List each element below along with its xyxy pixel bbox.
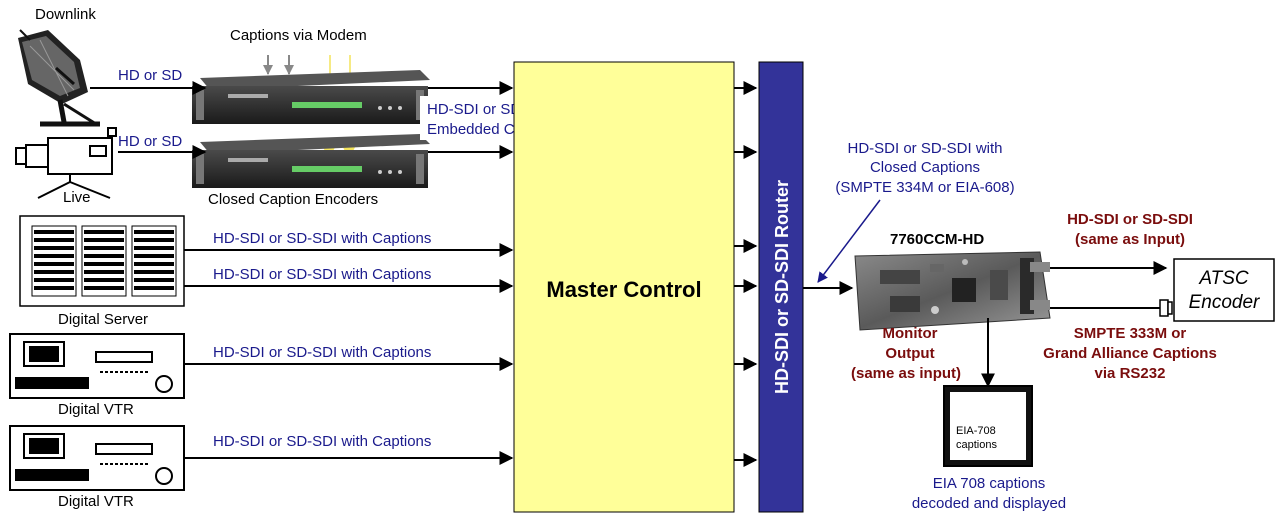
router-box (758, 61, 804, 513)
serial-line1: SMPTE 333M or (1074, 325, 1187, 342)
product-name: 7760CCM-HD (890, 231, 984, 248)
monitor-line2: Output (885, 345, 934, 362)
digital-vtr-icon (9, 425, 185, 491)
mc-to-router-arrows (734, 81, 758, 467)
monitor-line3: (same as input) (851, 365, 961, 382)
satellite-dish-icon (18, 29, 100, 127)
server-link-1-label: HD-SDI or SD-SDI with Captions (213, 230, 431, 247)
digital-vtr-1-label: Digital VTR (58, 401, 134, 418)
decoded-line1: EIA 708 captions (933, 475, 1046, 492)
caption-encoder-rack-icon (192, 134, 430, 188)
decoded-line2: decoded and displayed (912, 495, 1066, 512)
digital-vtr-2-label: Digital VTR (58, 493, 134, 510)
monitor-line1: Monitor (883, 325, 938, 342)
monitor-icon (943, 385, 1033, 467)
router-output-line2: Closed Captions (870, 159, 980, 176)
circuit-board-icon (854, 251, 1051, 331)
monitor-screen-line1: EIA-708 (956, 425, 996, 437)
board-output-line2: (same as Input) (1075, 231, 1185, 248)
downlink-label: Downlink (35, 6, 96, 23)
router-output-pointer (817, 199, 881, 283)
camera-icon (15, 127, 117, 199)
atsc-label-line2: Encoder (1189, 292, 1260, 313)
captions-via-modem-label: Captions via Modem (230, 27, 367, 44)
master-control-label: Master Control (546, 277, 701, 302)
atsc-label-line1: ATSC (1198, 268, 1249, 289)
caption-encoder-rack-icon (192, 70, 430, 124)
router-output-line3: (SMPTE 334M or EIA-608) (835, 179, 1014, 196)
atsc-encoder-box (1173, 258, 1275, 322)
router-label: HD-SDI or SD-SDI Router (772, 180, 792, 394)
hd-or-sd-label: HD or SD (118, 133, 182, 150)
vtr-link-1-label: HD-SDI or SD-SDI with Captions (213, 344, 431, 361)
serial-line2: Grand Alliance Captions (1043, 345, 1217, 362)
serial-connector-icon (1159, 299, 1173, 317)
router-output-line1: HD-SDI or SD-SDI with (847, 140, 1002, 157)
digital-vtr-icon (9, 333, 185, 399)
digital-server-icon (19, 215, 185, 307)
hd-or-sd-label: HD or SD (118, 67, 182, 84)
vtr-link-2-label: HD-SDI or SD-SDI with Captions (213, 433, 431, 450)
server-link-2-label: HD-SDI or SD-SDI with Captions (213, 266, 431, 283)
monitor-screen-line2: captions (956, 439, 997, 451)
board-output-line1: HD-SDI or SD-SDI (1067, 211, 1193, 228)
live-label: Live (63, 189, 91, 206)
master-control-box (513, 61, 735, 513)
closed-caption-encoders-label: Closed Caption Encoders (208, 191, 378, 208)
digital-server-label: Digital Server (58, 311, 148, 328)
serial-line3: via RS232 (1095, 365, 1166, 382)
